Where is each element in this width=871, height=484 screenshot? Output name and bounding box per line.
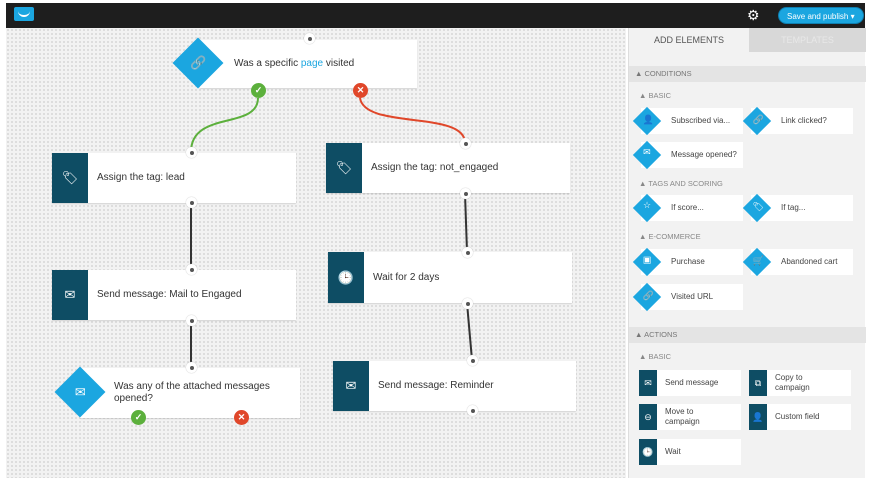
output-port[interactable] bbox=[462, 298, 473, 309]
element-label: Send message bbox=[665, 378, 719, 387]
action-text: Send message: Mail to Engaged bbox=[97, 289, 242, 300]
input-port[interactable] bbox=[186, 147, 197, 158]
element-label: Custom field bbox=[775, 412, 820, 421]
page-link[interactable]: page bbox=[300, 58, 324, 69]
condition-text: Was a specific bbox=[234, 58, 301, 69]
element-label: Move to campaign bbox=[665, 407, 700, 426]
element-label: Subscribed via... bbox=[671, 116, 731, 125]
yes-check-icon[interactable]: ✓ bbox=[251, 83, 266, 98]
action-wait[interactable]: 🕒 Wait for 2 days bbox=[328, 252, 572, 303]
tab-add-elements[interactable]: ADD ELEMENTS bbox=[653, 35, 724, 45]
subsection-basic[interactable]: ▲ BASIC bbox=[639, 352, 672, 361]
section-actions[interactable]: ▲ ACTIONS bbox=[629, 327, 866, 343]
tag-icon: 🏷 bbox=[326, 143, 362, 193]
action-send-message-engaged[interactable]: ✉ Send message: Mail to Engaged bbox=[52, 270, 296, 320]
no-x-icon[interactable]: ✕ bbox=[234, 410, 249, 425]
action-assign-tag-lead[interactable]: 🏷 Assign the tag: lead bbox=[52, 153, 296, 203]
yes-check-icon[interactable]: ✓ bbox=[131, 410, 146, 425]
user-icon: 👤 bbox=[642, 114, 654, 125]
top-bar: ⚙ Save and publish ▾ bbox=[6, 3, 865, 28]
output-port[interactable] bbox=[186, 197, 197, 208]
envelope-open-icon: ✉ bbox=[643, 147, 651, 158]
action-send-message-reminder[interactable]: ✉ Send message: Reminder bbox=[333, 361, 576, 411]
input-port[interactable] bbox=[460, 138, 471, 149]
element-label: If score... bbox=[671, 203, 704, 212]
envelope-icon: ✉ bbox=[639, 370, 657, 396]
element-abandoned-cart[interactable]: 🛒 Abandoned cart bbox=[742, 247, 853, 277]
star-icon: ☆ bbox=[642, 200, 652, 211]
element-if-score[interactable]: ☆ If score... bbox=[632, 193, 743, 223]
element-label: If tag... bbox=[781, 203, 806, 212]
wallet-icon: ▣ bbox=[642, 254, 652, 265]
user-field-icon: 👤 bbox=[749, 404, 767, 430]
basket-icon: 🛒 bbox=[752, 255, 764, 266]
input-port[interactable] bbox=[186, 264, 197, 275]
link-icon: 🔗 bbox=[642, 290, 654, 301]
envelope-logo-icon[interactable] bbox=[14, 7, 34, 21]
tag-icon: 🏷 bbox=[52, 153, 88, 203]
input-port[interactable] bbox=[304, 33, 315, 44]
move-arrow-icon: ⊖ bbox=[639, 404, 657, 430]
element-purchase[interactable]: ▣ Purchase bbox=[632, 247, 743, 277]
element-wait[interactable]: 🕒 Wait bbox=[639, 439, 741, 465]
element-if-tag[interactable]: 🏷 If tag... bbox=[742, 193, 853, 223]
action-text: Wait for 2 days bbox=[373, 271, 440, 283]
element-label: Visited URL bbox=[671, 292, 714, 301]
condition-message-opened[interactable]: Was any of the attached messages opened? bbox=[80, 368, 300, 418]
element-link-clicked[interactable]: 🔗 Link clicked? bbox=[742, 106, 853, 136]
envelope-icon: ✉ bbox=[333, 361, 369, 411]
condition-page-visited[interactable]: Was a specific page visited bbox=[200, 40, 417, 88]
element-label: Link clicked? bbox=[781, 116, 827, 125]
element-send-message[interactable]: ✉ Send message bbox=[639, 370, 741, 396]
gear-icon[interactable]: ⚙ bbox=[747, 7, 760, 23]
element-message-opened[interactable]: ✉ Message opened? bbox=[632, 140, 743, 170]
element-copy-to-campaign[interactable]: ⧉ Copy to campaign bbox=[749, 370, 851, 396]
tag-icon: 🏷 bbox=[752, 201, 764, 212]
output-port[interactable] bbox=[460, 188, 471, 199]
element-label: Copy to campaign bbox=[775, 373, 810, 392]
element-subscribed-via[interactable]: 👤 Subscribed via... bbox=[632, 106, 743, 136]
element-label: Wait bbox=[665, 447, 681, 456]
output-port[interactable] bbox=[186, 315, 197, 326]
clock-icon: 🕒 bbox=[639, 439, 657, 465]
subsection-basic[interactable]: ▲ BASIC bbox=[639, 91, 672, 100]
input-port[interactable] bbox=[462, 247, 473, 258]
action-text: Send message: Reminder bbox=[378, 380, 494, 391]
subsection-tags-scoring[interactable]: ▲ TAGS AND SCORING bbox=[639, 179, 723, 188]
element-custom-field[interactable]: 👤 Custom field bbox=[749, 404, 851, 430]
subsection-ecommerce[interactable]: ▲ E-COMMERCE bbox=[639, 232, 701, 241]
link-icon: 🔗 bbox=[752, 114, 764, 125]
action-text: Assign the tag: not_engaged bbox=[371, 162, 499, 173]
condition-text: Was any of the attached messages opened? bbox=[114, 381, 270, 404]
element-label: Message opened? bbox=[671, 150, 737, 159]
tab-templates[interactable]: TEMPLATES bbox=[749, 28, 866, 52]
action-assign-tag-not-engaged[interactable]: 🏷 Assign the tag: not_engaged bbox=[326, 143, 570, 193]
sidebar: ADD ELEMENTS TEMPLATES ▲ CONDITIONS ▲ BA… bbox=[628, 28, 866, 478]
action-text: Assign the tag: lead bbox=[97, 172, 185, 183]
element-visited-url[interactable]: 🔗 Visited URL bbox=[632, 282, 743, 312]
element-label: Purchase bbox=[671, 257, 705, 266]
envelope-icon: ✉ bbox=[52, 270, 88, 320]
condition-text: visited bbox=[323, 58, 355, 69]
output-port[interactable] bbox=[467, 405, 478, 416]
no-x-icon[interactable]: ✕ bbox=[353, 83, 368, 98]
copy-icon: ⧉ bbox=[749, 370, 767, 396]
clock-icon: 🕒 bbox=[328, 252, 364, 303]
input-port[interactable] bbox=[186, 362, 197, 373]
element-label: Abandoned cart bbox=[781, 257, 838, 266]
section-conditions[interactable]: ▲ CONDITIONS bbox=[629, 66, 866, 82]
save-and-publish-button[interactable]: Save and publish ▾ bbox=[778, 7, 864, 24]
element-move-to-campaign[interactable]: ⊖ Move to campaign bbox=[639, 404, 741, 430]
input-port[interactable] bbox=[467, 355, 478, 366]
